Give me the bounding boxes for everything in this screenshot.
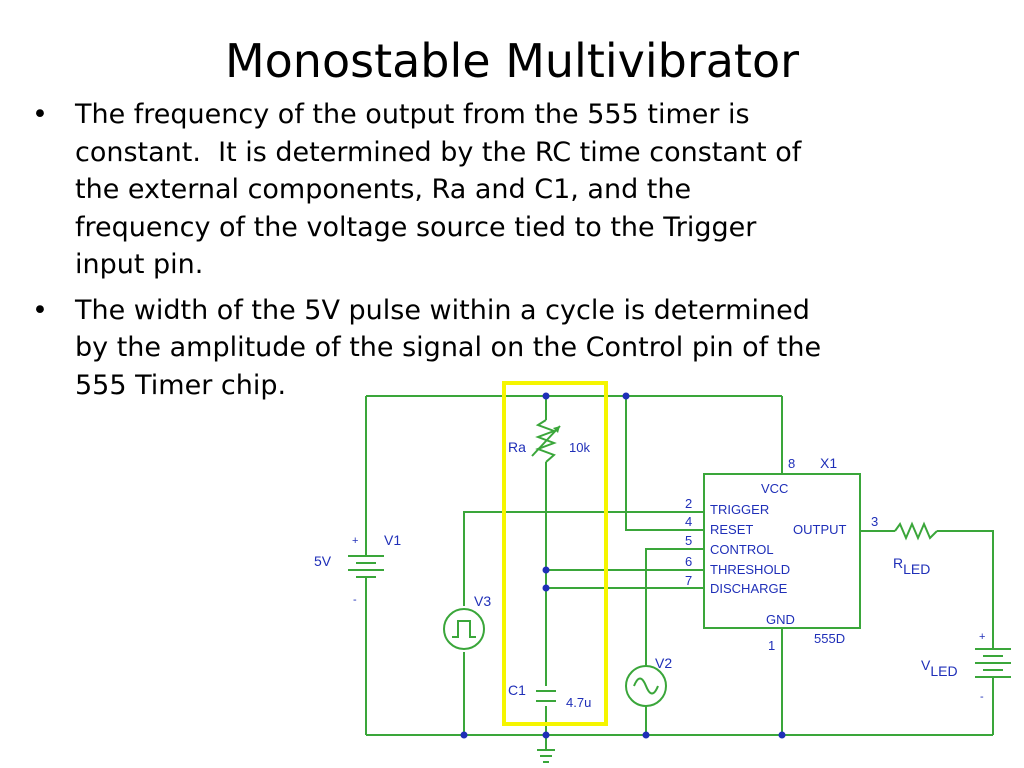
pin-number-reset: 4 [685, 514, 692, 529]
sine-wave-icon [633, 677, 659, 695]
bullet-dot-icon: • [32, 99, 48, 130]
pin-number-output: 3 [871, 514, 878, 529]
junction-dot [542, 731, 550, 739]
v1-minus-label: - [353, 594, 357, 606]
v2-ref-label: V2 [655, 655, 672, 671]
ground-icon [537, 749, 555, 763]
junctions [460, 392, 786, 739]
ra-resistor: Ra 10k [508, 419, 590, 463]
bullet-line: constant. It is determined by the RC tim… [75, 136, 802, 168]
ra-value-label: 10k [569, 440, 590, 455]
pin-label-gnd: GND [766, 612, 795, 627]
ic-pin-numbers: 8 2 4 5 6 7 3 1 [685, 456, 878, 653]
bullet-line: The frequency of the output from the 555… [75, 99, 750, 130]
vled-label: VLED [921, 657, 958, 679]
wire-reset [625, 396, 704, 531]
v2-sine-source: V2 [625, 655, 672, 707]
bullet-line: 555 Timer chip. [75, 369, 287, 401]
rled-ref: R [893, 555, 903, 571]
v1-plus-label: + [352, 535, 358, 547]
rled-sub: LED [903, 561, 930, 577]
junction-dot [542, 584, 550, 592]
pin-number-control: 5 [685, 533, 692, 548]
bullet-item: • The width of the 5V pulse within a cyc… [30, 292, 950, 405]
ic-pin-labels: VCC TRIGGER RESET OUTPUT CONTROL THRESHO… [710, 481, 847, 627]
pin-label-trigger: TRIGGER [710, 502, 769, 517]
pin-label-discharge: DISCHARGE [710, 581, 788, 596]
slide-title: Monostable Multivibrator [224, 34, 800, 88]
rled-label: RLED [893, 555, 930, 577]
v3-pulse-source: V3 [443, 593, 491, 650]
junction-dot [778, 731, 786, 739]
pin-number-discharge: 7 [685, 573, 692, 588]
vled-battery: + - VLED [921, 631, 1011, 703]
ic-ref-label: X1 [820, 455, 837, 471]
vled-plus-label: + [979, 631, 985, 643]
wires [365, 395, 994, 750]
c1-value-label: 4.7u [566, 695, 591, 710]
ic-part-label: 555D [814, 631, 845, 646]
bullet-item: • The frequency of the output from the 5… [30, 96, 950, 284]
source-circle-icon [625, 665, 667, 707]
junction-dot [460, 731, 468, 739]
bullet-line: the external components, Ra and C1, and … [75, 174, 692, 205]
pin-label-control: CONTROL [710, 542, 774, 557]
vled-sub: LED [930, 663, 957, 679]
bullet-dot-icon: • [32, 294, 48, 326]
vled-ref: V [921, 657, 931, 673]
wire-control [645, 548, 704, 666]
bullet-line: The width of the 5V pulse within a cycle… [75, 294, 810, 326]
v3-ref-label: V3 [474, 593, 491, 609]
bullet-line: frequency of the voltage source tied to … [75, 211, 757, 243]
rled-resistor: RLED [893, 521, 938, 577]
pin-label-vcc: VCC [761, 481, 788, 496]
pin-label-reset: RESET [710, 522, 753, 537]
v1-battery: + - V1 5V [314, 532, 401, 606]
highlight-box [502, 381, 608, 726]
vled-minus-label: - [980, 691, 984, 703]
pin-number-vcc: 8 [788, 456, 795, 471]
junction-dot [542, 392, 550, 400]
ra-ref-label: Ra [508, 439, 526, 455]
pin-number-trigger: 2 [685, 496, 692, 511]
wire [937, 530, 994, 648]
pin-number-gnd: 1 [768, 638, 775, 653]
source-circle-icon [443, 608, 485, 650]
pin-number-threshold: 6 [685, 554, 692, 569]
pin-label-output: OUTPUT [793, 522, 847, 537]
junction-dot [542, 566, 550, 574]
junction-dot [622, 392, 630, 400]
variable-arrow-icon [531, 425, 561, 457]
v1-ref-label: V1 [384, 532, 401, 548]
c1-capacitor: C1 4.7u [508, 682, 591, 710]
bullet-list: • The frequency of the output from the 5… [30, 96, 950, 412]
arrow-head-icon [553, 426, 560, 433]
bullet-line: by the amplitude of the signal on the Co… [75, 332, 822, 363]
junction-dot [642, 731, 650, 739]
pulse-wave-icon [452, 620, 476, 638]
c1-ref-label: C1 [508, 682, 526, 698]
bullet-line: input pin. [75, 249, 204, 280]
v1-value-label: 5V [314, 553, 332, 569]
wire-trigger [463, 511, 704, 606]
pin-label-threshold: THRESHOLD [710, 562, 790, 577]
resistor-zigzag-icon [894, 521, 938, 541]
ic-555-body [703, 473, 861, 629]
